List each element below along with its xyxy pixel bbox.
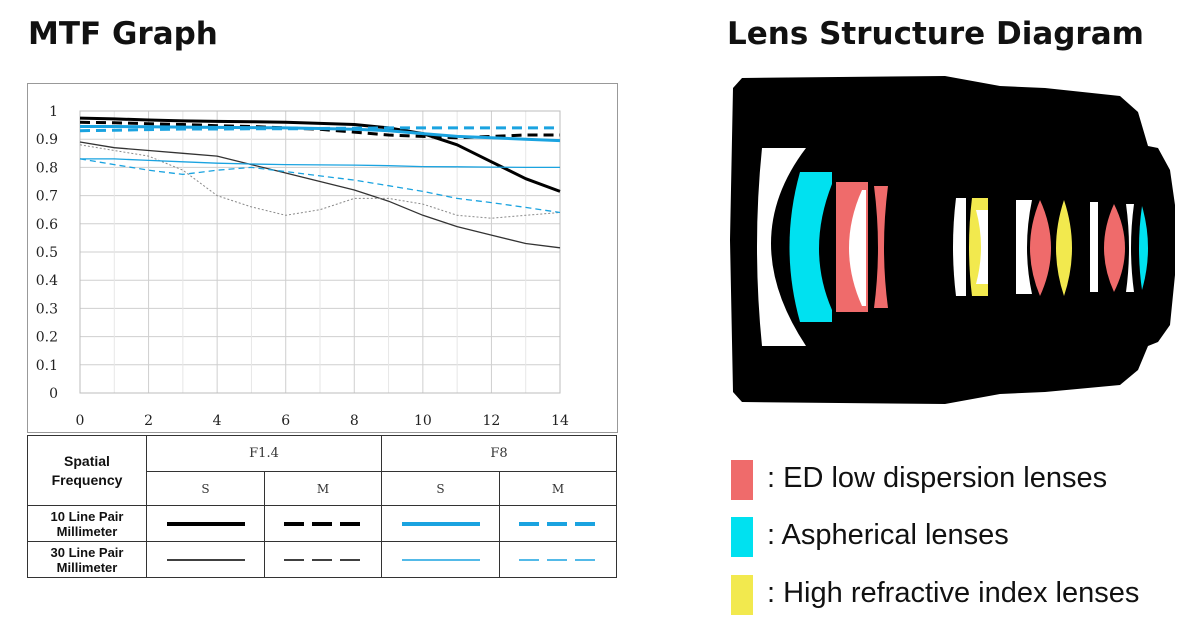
swatch-30lp-f1-4-m [284, 558, 362, 561]
ed-swatch [731, 460, 753, 500]
plot-area [79, 110, 561, 394]
high-refractive-lens-2 [1056, 200, 1072, 296]
ed-lens-2 [874, 186, 888, 308]
mtf-graph-title: MTF Graph [28, 16, 218, 52]
y-tick-label: 0.4 [36, 273, 58, 289]
legend-cell [263, 505, 383, 542]
lens-barrel [730, 76, 1175, 404]
y-tick-label: 0 [49, 386, 58, 402]
row-30lp-label-line2: Millimeter [56, 559, 118, 575]
ed-lens-4 [1104, 204, 1125, 292]
x-tick-label: 2 [144, 413, 153, 429]
swatch-10lp-f8-s [401, 521, 480, 526]
y-tick-label: 0.9 [36, 132, 58, 148]
row-30lp-label-line1: 30 Line Pair [50, 544, 124, 560]
legend-cell [381, 505, 501, 542]
y-tick-label: 0.3 [36, 301, 58, 317]
x-tick-label: 14 [551, 413, 569, 429]
swatch-30lp-f8-m [519, 558, 598, 561]
ed-label: : ED low dispersion lenses [767, 462, 1108, 494]
row-10lp-label-line2: Millimeter [56, 523, 118, 539]
aspherical-lens-1 [789, 172, 832, 322]
aspherical-label: : Aspherical lenses [767, 519, 1009, 551]
lens-diagram-title: Lens Structure Diagram [727, 16, 1144, 52]
mtf-series-line-4 [79, 126, 560, 133]
swatch-10lp-f8-m [519, 521, 598, 526]
ed-lens-3 [1030, 200, 1051, 296]
mtf-series-line-1 [79, 116, 561, 193]
swatch-10lp-f1-4-m [284, 521, 362, 526]
y-tick-label: 0.6 [36, 217, 58, 233]
y-tick-label: 0.2 [36, 330, 58, 346]
mtf-series-line-7 [80, 158, 560, 169]
f1-4-sagittal-header: S [146, 471, 265, 506]
mid-white-element [953, 198, 966, 296]
y-tick-label: 0.8 [36, 160, 58, 176]
legend-cell [499, 505, 618, 542]
y-tick-label: 1 [49, 104, 58, 120]
f8-meridional-header: M [499, 471, 618, 506]
spatial-frequency-label-line1: Spatial [64, 452, 110, 469]
aspherical-swatch [731, 517, 753, 557]
legend-cell [381, 541, 501, 578]
f8-sagittal-header: S [381, 471, 501, 506]
spatial-frequency-header: Spatial Frequency [27, 435, 147, 506]
x-tick-label: 4 [213, 413, 222, 429]
row-30lp-label: 30 Line Pair Millimeter [27, 541, 147, 578]
mid-white-element-2 [976, 210, 988, 284]
rear-white-element-1 [1016, 200, 1032, 294]
swatch-10lp-f1-4-s [166, 521, 245, 526]
mtf-series-line-8 [79, 158, 561, 214]
y-tick-label: 0.1 [36, 358, 58, 374]
spatial-frequency-label-line2: Frequency [51, 471, 123, 488]
aspherical-lens-2 [1139, 206, 1148, 290]
swatch-30lp-f8-s [401, 558, 480, 561]
x-tick-label: 12 [483, 413, 501, 429]
aperture-f1-4-header: F1.4 [145, 435, 383, 472]
front-element [757, 148, 806, 346]
lens-structure-diagram [730, 76, 1175, 404]
row-10lp-label-line1: 10 Line Pair [50, 508, 124, 524]
x-tick-label: 8 [350, 413, 359, 429]
f1-4-meridional-header: M [263, 471, 383, 506]
high-refractive-swatch [731, 575, 753, 615]
y-tick-label: 0.7 [36, 189, 58, 205]
swatch-30lp-f1-4-s [166, 558, 245, 561]
rear-white-element-2 [1090, 202, 1098, 292]
row-10lp-label: 10 Line Pair Millimeter [27, 505, 147, 542]
x-tick-label: 10 [414, 413, 432, 429]
legend-cell [146, 541, 265, 578]
legend-cell [263, 541, 383, 578]
aspherical-lens-1-cut [819, 184, 832, 310]
mtf-legend-table: Spatial Frequency F1.4 F8 S M S M 10 Lin… [27, 435, 618, 578]
y-tick-label: 0.5 [36, 245, 58, 261]
x-tick-label: 0 [76, 413, 85, 429]
rear-white-element-3 [1126, 204, 1134, 292]
mtf-series-line-5 [79, 141, 561, 249]
aperture-f8-header: F8 [381, 435, 618, 472]
legend-cell [146, 505, 265, 542]
x-tick-label: 6 [281, 413, 290, 429]
ed-lens-1-cut [849, 190, 866, 306]
legend-cell [499, 541, 618, 578]
high-refractive-label: : High refractive index lenses [767, 577, 1140, 609]
